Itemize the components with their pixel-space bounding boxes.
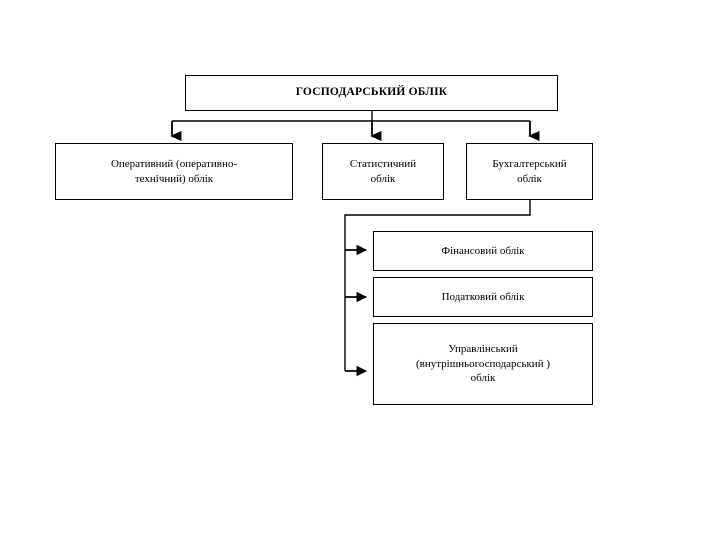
node-operational-accounting: Оперативний (оперативно-технічний) облік [55,143,293,200]
node-operational-accounting-label: Оперативний (оперативно-технічний) облік [110,157,238,185]
node-financial-accounting-label: Фінансовий облік [441,244,525,257]
node-economic-accounting: ГОСПОДАРСЬКИЙ ОБЛІК [185,75,558,111]
node-tax-accounting: Податковий облік [373,277,593,317]
node-tax-accounting-label: Податковий облік [441,290,525,303]
node-economic-accounting-label: ГОСПОДАРСЬКИЙ ОБЛІК [295,86,448,99]
node-managerial-accounting: Управлінський(внутрішньогосподарський )о… [373,323,593,405]
node-managerial-accounting-label: Управлінський(внутрішньогосподарський )о… [416,343,550,385]
node-financial-accounting: Фінансовий облік [373,231,593,271]
